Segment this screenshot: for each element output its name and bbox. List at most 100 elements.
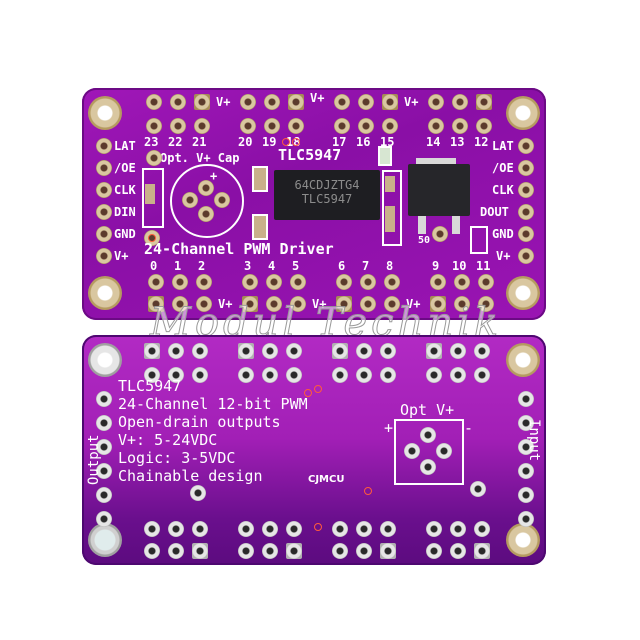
channel-label: 8 [386,259,394,273]
resistor [385,176,395,192]
control-pad [518,439,534,455]
channel-label: 3 [244,259,252,273]
header-pad [290,296,306,312]
output-label: Output [86,434,102,485]
header-pad [384,274,400,290]
cap-pad [420,459,436,475]
channel-label: 22 [168,135,183,149]
regulator-pad [432,226,448,242]
control-pad [518,160,534,176]
pin-label-lat: LAT [492,139,514,153]
header-pad [478,296,494,312]
header-pad [192,343,208,359]
header-pad [240,94,256,110]
control-pad [96,160,112,176]
header-pad [478,274,494,290]
header-pad [172,296,188,312]
mounting-hole [88,343,122,377]
mounting-hole [506,276,540,310]
header-pad [146,118,162,134]
channel-label: 17 [332,135,347,149]
header-pad [380,543,396,559]
header-pad [332,543,348,559]
control-pad [96,415,112,431]
header-pad [286,343,302,359]
header-pad [332,367,348,383]
header-pad [356,343,372,359]
mounting-hole [506,523,540,557]
control-pad [518,138,534,154]
control-pad [518,415,534,431]
regulator-leg [452,216,460,234]
control-pad [96,248,112,264]
control-pad [518,391,534,407]
chip-title-silk: TLC5947 [278,146,342,164]
header-pad [332,343,348,359]
pin-label-vplus: V+ [114,249,129,263]
vplus-label: V+ [310,91,325,105]
cap-pad [436,443,452,459]
spec-line: Chainable design [118,467,263,485]
header-pad [196,274,212,290]
header-pad [262,343,278,359]
pin-label-din: DIN [114,205,136,219]
header-pad [168,367,184,383]
header-pad [454,274,470,290]
control-pad [96,204,112,220]
pin-label-gnd: GND [114,227,136,241]
input-label: Input [526,419,542,462]
spec-line: V+: 5-24VDC [118,431,218,449]
cap-pad [198,180,214,196]
header-pad [144,521,160,537]
capacitor-footprint [170,164,244,238]
control-pad [96,391,112,407]
opt-vplus-label: Opt V+ [400,401,455,419]
control-pad [96,439,112,455]
header-pad [336,296,352,312]
capacitor-outline [394,419,464,485]
resistor-outline [382,170,402,246]
channel-label: 20 [238,135,253,149]
spec-line: 24-Channel 12-bit PWM [118,395,308,413]
channel-label: 11 [476,259,491,273]
header-pad [450,521,466,537]
control-pad [96,511,112,527]
header-pad [288,94,304,110]
header-pad [144,367,160,383]
header-pad [262,543,278,559]
regulator-tab [416,158,456,168]
header-pad [238,543,254,559]
resistor-outline [142,168,164,228]
header-pad [334,118,350,134]
header-pad [474,367,490,383]
pcb-back: Output Input TLC5947 24-Channel 12-bit P… [82,335,546,565]
channel-label: 4 [268,259,276,273]
via [364,487,372,495]
channel-label: 14 [426,135,441,149]
header-pad [286,521,302,537]
cap-label: Opt. V+ Cap [160,151,240,165]
header-pad [474,543,490,559]
pcb-front: V+ V+ V+ 23 22 21 20 19 18 17 16 15 14 1… [82,88,546,320]
spec-line: Open-drain outputs [118,413,281,431]
via [304,389,312,397]
header-pad [450,367,466,383]
header-pad [194,118,210,134]
smd-capacitor [252,166,268,192]
header-pad [450,543,466,559]
via [314,385,322,393]
header-pad [474,521,490,537]
control-pad [518,463,534,479]
pin-label-clk: CLK [492,183,514,197]
channel-label: 12 [474,135,489,149]
channel-label: 2 [198,259,206,273]
header-pad [336,274,352,290]
capacitor [385,206,395,232]
channel-label: 15 [380,135,395,149]
header-pad [382,94,398,110]
control-pad [96,182,112,198]
header-pad [266,274,282,290]
header-pad [474,343,490,359]
pin-label-oe: /OE [492,161,514,175]
control-pad [96,463,112,479]
